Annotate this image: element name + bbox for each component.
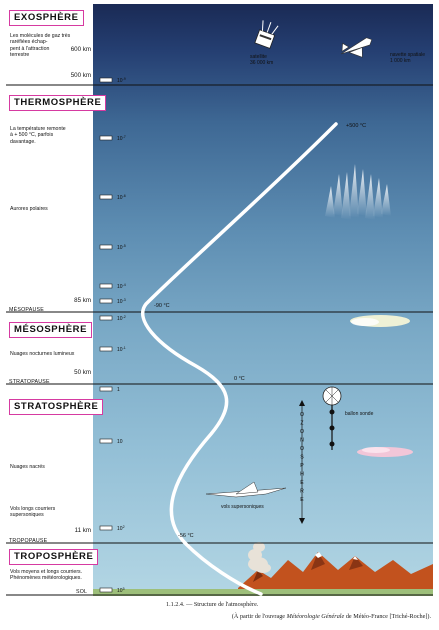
pressure-tick	[99, 283, 113, 289]
pressure-ticks: 10-9 10-7 10-6 10-5 10-4 10-3 10-2 10-1 1 10 102 10…	[99, 77, 126, 594]
atmosphere-diagram: 10-9 10-7 10-6 10-5 10-4 10-3 10-2 10-1 1 10 102 10…	[6, 4, 433, 596]
pressure-tick	[99, 525, 113, 531]
mesosphere-title: MÉSOSPHÈRE	[9, 322, 93, 338]
temperature-curve	[141, 122, 338, 596]
satellite-label: satellite 36 000 km	[250, 54, 273, 66]
temp-label-stratopause: 0 °C	[234, 376, 245, 382]
thermosphere-note-line: La température remonte	[10, 126, 66, 132]
supersonic-jet-icon	[205, 481, 287, 498]
altitude-500: 500 km	[70, 72, 91, 79]
jets-note-line: Vols longs courriers	[10, 506, 56, 512]
pressure-tick	[99, 587, 113, 593]
troposphere-note: Vols moyens et longs courriers. Phénomèn…	[10, 569, 82, 582]
pressure-label: 10-4	[117, 283, 126, 290]
satellite-icon	[254, 20, 279, 49]
nacreous-note: Nuages nacrés	[10, 464, 45, 470]
temp-label-mesopause: -90 °C	[154, 303, 170, 309]
altitude-11: 11 km	[74, 527, 91, 534]
mesopause-label: MÉSOPAUSE	[9, 307, 44, 313]
thermosphere-note: La température remonte à + 500 °C, parfo…	[10, 126, 66, 145]
exosphere-title: EXOSPHÈRE	[9, 10, 84, 26]
exosphere-note: Les molécules de gaz très raréfiées écha…	[10, 33, 70, 58]
pressure-label: 10-5	[117, 244, 126, 251]
ozonosphere-letter: È	[300, 479, 304, 486]
pressure-label: 10-2	[117, 315, 126, 322]
exosphere-note-line: raréfiées échap-	[10, 39, 48, 46]
weather-balloon-icon	[322, 386, 342, 450]
troposphere-note-line: Vols moyens et longs courriers.	[10, 569, 83, 575]
jets-note-line: supersoniques	[10, 512, 44, 519]
caption-source: (À partir de l'ouvrage Météorologie Géné…	[232, 613, 431, 620]
pressure-label: 10-6	[117, 194, 126, 201]
pressure-label: 10	[117, 439, 123, 445]
caption-source-suffix: de Météo-France [Triché-Roche]).	[344, 613, 431, 620]
ozonosphere-letter: R	[300, 489, 304, 495]
ozonosphere-letter: H	[300, 472, 304, 478]
ozonosphere-letter: O	[300, 446, 304, 452]
pressure-tick	[99, 244, 113, 250]
diagram-overlay: 10-9 10-7 10-6 10-5 10-4 10-3 10-2 10-1 1 10 102 10…	[6, 20, 433, 596]
caption-source-book: Météorologie Générale	[286, 613, 345, 620]
ozonosphere-letter: O	[300, 412, 304, 418]
altitude-600: 600 km	[70, 46, 91, 53]
thermosphere-title: THERMOSPHÈRE	[9, 95, 107, 111]
aurora-note: Aurores polaires	[10, 206, 48, 212]
ozonosphere-letter: S	[300, 455, 304, 461]
pressure-label: 1	[117, 387, 120, 393]
pressure-tick	[99, 386, 113, 392]
pressure-tick	[99, 438, 113, 444]
mesosphere-note: Nuages nocturnes lumineux	[10, 351, 75, 357]
stratopause-label: STRATOPAUSE	[9, 379, 50, 385]
space-shuttle-icon	[340, 37, 373, 58]
exosphere-note-line: Les molécules de gaz très	[10, 33, 71, 39]
tropopause-label: TROPOPAUSE	[9, 538, 48, 544]
pressure-tick	[99, 194, 113, 200]
temp-label-top: +500 °C	[346, 123, 366, 129]
stratosphere-title: STRATOSPHÈRE	[9, 399, 104, 415]
exosphere-note-line: pent à l'attraction	[10, 45, 50, 52]
pressure-tick	[99, 135, 113, 141]
balloon-label: ballon sonde	[345, 411, 374, 417]
exosphere-note-line: terrestre	[10, 51, 30, 58]
ground-label: SOL	[76, 589, 88, 595]
aurora-shape	[325, 164, 391, 220]
altitude-50: 50 km	[74, 369, 91, 376]
ozonosphere-letter: P	[300, 463, 304, 469]
pressure-label: 102	[117, 525, 125, 532]
temp-label-tropopause: -56 °C	[178, 533, 194, 539]
ozonosphere-letter: E	[300, 497, 304, 503]
ozonosphere-arrow	[299, 400, 305, 524]
troposphere-title: TROPOSPHÈRE	[9, 549, 99, 565]
jet-label: vols supersoniques	[221, 504, 264, 510]
jets-note: Vols longs courriers supersoniques	[10, 506, 55, 519]
ozonosphere-letter: N	[300, 438, 304, 444]
shuttle-label: navette spatiale 1 000 km	[390, 52, 426, 64]
pressure-label: 10-1	[117, 346, 126, 353]
pressure-tick	[99, 346, 113, 352]
mountains	[238, 552, 433, 589]
pressure-tick	[99, 315, 113, 321]
troposphere-note-line: Phénomènes météorologiques.	[10, 575, 82, 582]
pressure-label: 10-3	[117, 298, 126, 305]
pressure-label: 105	[117, 587, 125, 594]
thermosphere-note-line: davantage.	[10, 138, 36, 145]
thermosphere-note-line: à + 500 °C, parfois	[10, 132, 54, 139]
pressure-label: 10-9	[117, 77, 126, 84]
caption-title: 1.1.2.4. — Structure de l'atmosphère.	[166, 601, 259, 608]
pressure-tick	[99, 298, 113, 304]
pressure-tick	[99, 77, 113, 83]
ozonosphere-letter: Z	[300, 421, 303, 427]
ozonosphere-letter: O	[300, 429, 304, 435]
cumulonimbus-cloud	[248, 542, 271, 573]
caption-source-prefix: (À partir de l'ouvrage	[231, 613, 287, 620]
altitude-85: 85 km	[74, 297, 91, 304]
pressure-label: 10-7	[117, 135, 126, 142]
